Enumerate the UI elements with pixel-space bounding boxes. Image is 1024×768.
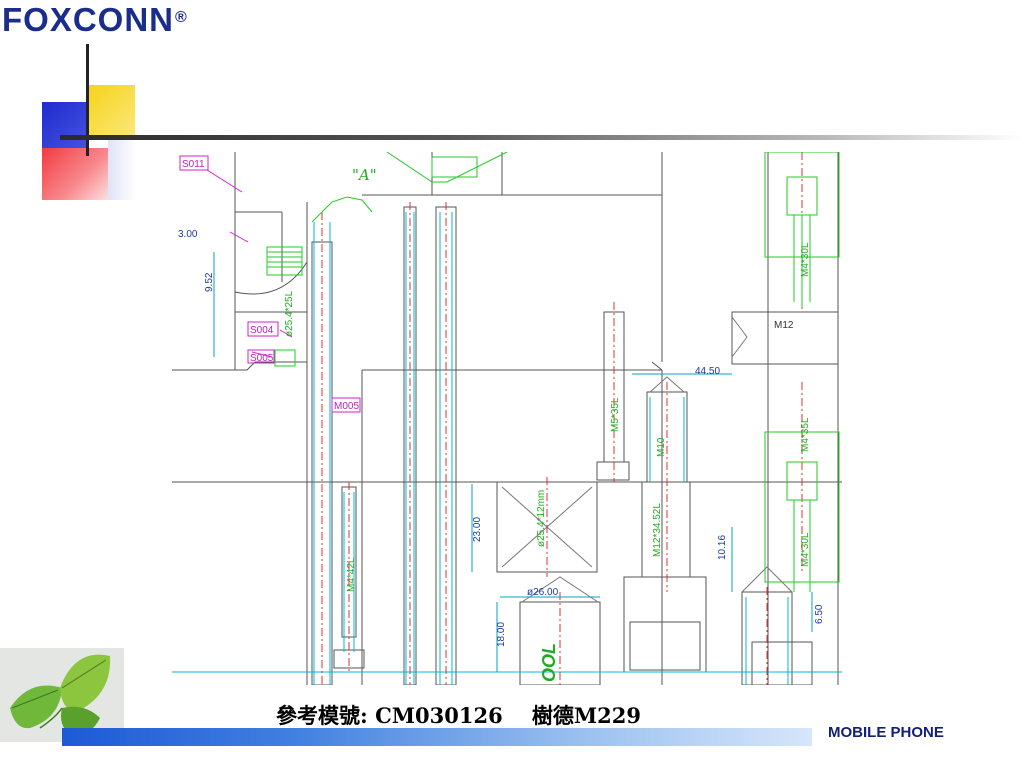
foxconn-logo: FOXCONN® <box>2 2 188 38</box>
label-s005: S005 <box>250 353 274 364</box>
label-ool: OOL <box>539 643 559 682</box>
label-m12: M12 <box>774 320 794 331</box>
label-m005: M005 <box>334 401 359 412</box>
yellow-square <box>88 85 135 137</box>
label-m4-side: M4*30L <box>800 242 811 277</box>
reference-mold-caption: 參考模號: CM030126 樹德M229 <box>276 703 642 728</box>
dim-23: 23.00 <box>472 517 483 542</box>
mobile-phone-label: MOBILE PHONE <box>828 724 944 741</box>
blue-square <box>42 102 89 154</box>
mold-drawing: S011 S004 S005 M005 "A" 3.00 9.52 44.50 … <box>172 152 842 685</box>
label-s011: S011 <box>182 159 205 170</box>
leaf-picture <box>0 648 124 742</box>
dim-3: 3.00 <box>178 229 198 240</box>
label-m10: M10 <box>656 437 667 457</box>
logo-text: FOXCONN <box>2 1 174 38</box>
horizontal-rule <box>60 135 1024 140</box>
label-m12-long: M12*34.52L <box>652 503 663 557</box>
dim-10-16: 10.16 <box>717 535 728 560</box>
dim-9-52: 9.52 <box>204 272 215 292</box>
label-m4-side-3: M4*30L <box>800 532 811 567</box>
label-m5: M5*35L <box>610 397 621 432</box>
leaf-icon <box>0 648 124 742</box>
light-square <box>108 140 136 200</box>
label-s004: S004 <box>250 325 274 336</box>
label-pin-2: ø25.4*12mm <box>536 490 547 547</box>
dim-6-50: 6.50 <box>814 604 825 624</box>
red-square <box>42 148 108 200</box>
registered-mark: ® <box>175 9 188 26</box>
dim-18: 18.00 <box>496 622 507 647</box>
dim-44-50: 44.50 <box>695 366 720 377</box>
vertical-rule <box>86 44 89 156</box>
label-pin: ø25.4*25L <box>284 290 295 337</box>
label-m4-short: M4*42L <box>346 557 357 592</box>
label-view-a: "A" <box>352 166 377 184</box>
bottom-gradient-bar <box>62 728 812 746</box>
label-m4-side-2: M4*35L <box>800 417 811 452</box>
dim-26: ø26.00 <box>527 587 559 598</box>
drawing-svg: S011 S004 S005 M005 "A" 3.00 9.52 44.50 … <box>172 152 842 685</box>
